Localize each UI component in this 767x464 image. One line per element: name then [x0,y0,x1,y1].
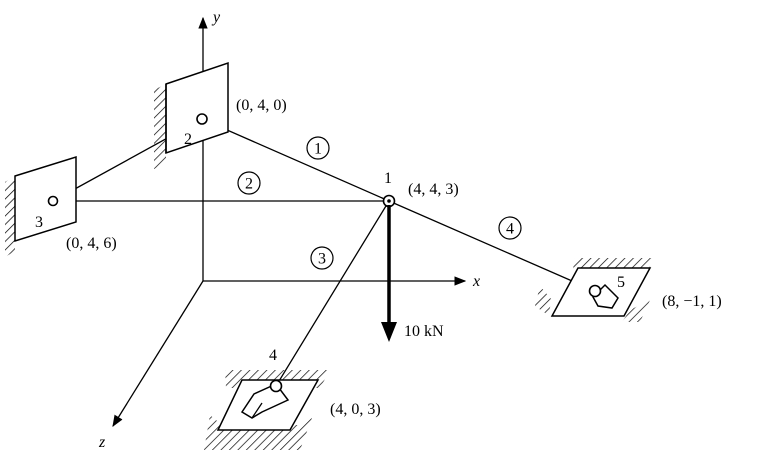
ground-hatch-5b [535,286,552,315]
node-number-1: 1 [384,170,392,187]
ground-hatch-5c [622,300,650,322]
member-1 [201,118,390,202]
element-number-1: 1 [314,141,322,158]
load-arrow-head [381,322,397,342]
ground-hatch-4b [204,415,312,450]
y-axis-label: y [211,9,221,26]
element-circle-3 [310,246,334,270]
load-label: 10 kN [404,323,444,340]
support-node-2 [154,61,229,169]
element-number-3: 3 [318,251,326,268]
node-number-5: 5 [617,274,625,291]
node-number-2: 2 [184,131,192,148]
coord-node-1: (4, 4, 3) [408,181,459,198]
support-node-3 [5,155,77,257]
wall-hatch-2 [154,84,166,169]
joint-4 [269,379,283,393]
member-3 [275,200,390,387]
coord-node-5: (8, −1, 1) [662,293,722,310]
joint-3 [47,195,59,207]
load: 10 kN [381,205,444,342]
z-axis-label: z [98,434,106,451]
axes: y x z [98,9,480,451]
z-axis [112,280,204,427]
joints [47,113,602,393]
element-number-4: 4 [506,221,514,238]
element-circle-4 [498,216,522,240]
node-coordinates: (4, 4, 3) (0, 4, 0) (0, 4, 6) (4, 0, 3) … [66,97,722,418]
node-number-4: 4 [269,347,277,364]
element-circle-1 [306,136,330,160]
coord-node-3: (0, 4, 6) [66,235,117,252]
wall-2 [165,61,229,155]
support-node-4 [204,370,330,450]
element-labels: 1 2 3 4 [237,136,522,270]
joint-2 [196,113,208,125]
joint-1-dot [387,199,391,203]
node-labels: 1 2 3 4 5 [35,131,625,364]
element-circle-2 [237,171,261,195]
element-number-2: 2 [245,176,253,193]
coord-node-2: (0, 4, 0) [236,97,287,114]
x-axis-label: x [472,273,480,290]
wall-hatch-3 [5,176,15,257]
member-4 [388,200,596,292]
members [52,118,596,387]
node-number-3: 3 [35,214,43,231]
wall-3 [14,155,77,243]
coord-node-4: (4, 0, 3) [330,401,381,418]
joint-5 [588,284,602,298]
socket-4-inner [251,402,263,419]
